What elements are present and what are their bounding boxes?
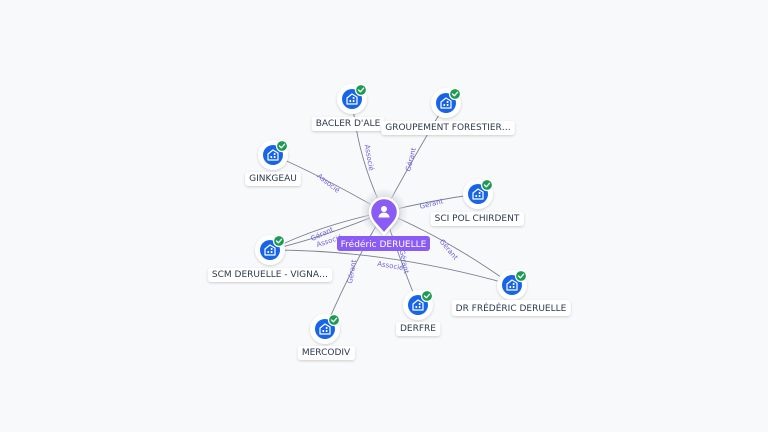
node-label-box (207, 268, 333, 282)
edge-label: Gérant (404, 147, 418, 173)
node-label: SCM DERUELLE - VIGNA… (212, 270, 328, 280)
node-label: DERFRE (400, 324, 436, 334)
node-label-box (381, 121, 515, 135)
check-icon (354, 83, 368, 97)
company-node-scm[interactable]: SCM DERUELLE - VIGNA… (207, 234, 333, 282)
company-node-ginkgeau[interactable]: GINKGEAU (245, 139, 301, 186)
company-node-drfred[interactable]: DR FRÉDÉRIC DERUELLE (451, 269, 571, 316)
node-label-box (451, 300, 571, 316)
company-node-groupement[interactable]: GROUPEMENT FORESTIER… (381, 87, 515, 135)
node-label-box (297, 346, 356, 360)
node-label-box (430, 212, 524, 226)
building-icon (264, 244, 276, 256)
node-label: MERCODIV (302, 348, 351, 358)
building-icon (267, 149, 279, 161)
company-node-mercodiv[interactable]: MERCODIV (297, 313, 356, 360)
edge-label: Associé (315, 172, 341, 195)
building-icon (472, 188, 484, 200)
company-node-bacler[interactable]: BACLER D'ALE (311, 83, 385, 131)
node-label: BACLER D'ALE (316, 119, 381, 129)
node-label: DR FRÉDÉRIC DERUELLE (456, 302, 567, 314)
center-label: Frédéric DERUELLE (341, 239, 427, 250)
node-label-box (245, 172, 301, 186)
nodes-layer: BACLER D'ALE GROUPEMENT FORESTIER… GINKGEA… (207, 83, 571, 360)
edge-label: Associé (363, 144, 375, 171)
node-label: GROUPEMENT FORESTIER… (385, 123, 511, 133)
node-label-box (311, 117, 385, 131)
node-label: SCI POL CHIRDENT (435, 214, 520, 224)
check-icon (448, 87, 462, 101)
check-icon (275, 139, 289, 153)
building-icon (319, 323, 331, 335)
check-icon (514, 269, 528, 283)
edge-line (269, 249, 513, 286)
company-node-scipol[interactable]: SCI POL CHIRDENT (430, 178, 524, 226)
node-label-box (396, 322, 441, 336)
person-icon (378, 206, 390, 218)
center-person-node[interactable]: Frédéric DERUELLE (337, 188, 430, 251)
edge-label: Gérant (346, 259, 358, 284)
building-icon (440, 97, 452, 109)
edge-label: Gérant (419, 197, 445, 211)
building-icon (346, 93, 358, 105)
check-icon (272, 234, 286, 248)
check-icon (420, 289, 434, 303)
building-icon (412, 299, 424, 311)
building-icon (506, 279, 518, 291)
center-label-box (337, 236, 430, 251)
edge-label: Gérant (438, 238, 460, 262)
check-icon (480, 178, 494, 192)
node-label: GINKGEAU (249, 174, 297, 184)
check-icon (327, 313, 341, 327)
company-node-derfre[interactable]: DERFRE (396, 289, 441, 336)
